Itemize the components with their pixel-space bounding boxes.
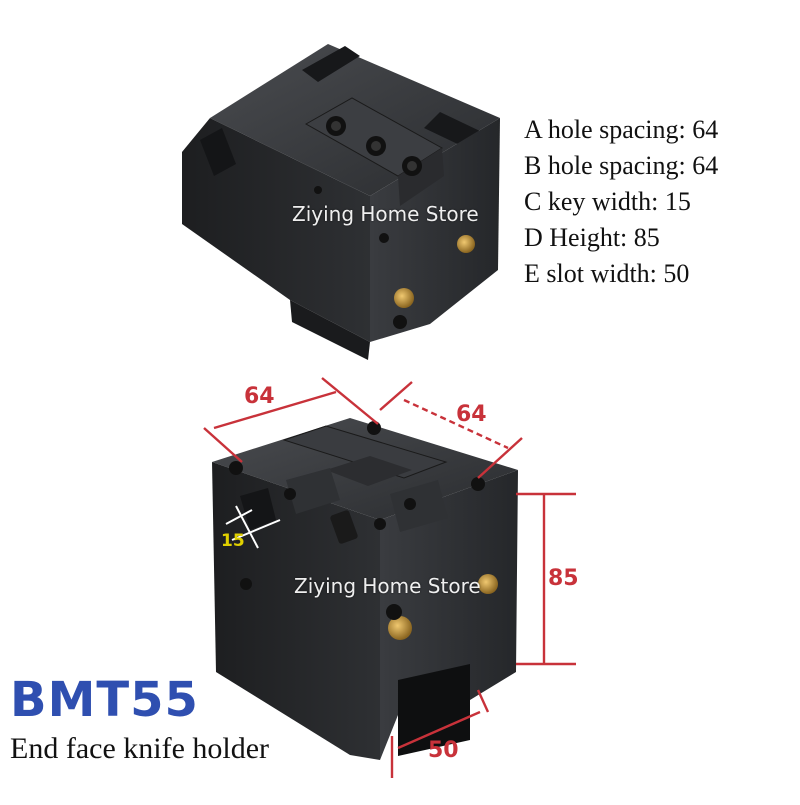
dimension-lines xyxy=(203,377,576,778)
spec-d-height: D Height: 85 xyxy=(524,223,660,252)
product-subtitle: End face knife holder xyxy=(10,732,270,765)
spec-b-hole-spacing: B hole spacing: 64 xyxy=(524,151,719,180)
dimension-b-label: 64 xyxy=(456,402,487,427)
watermark-lower: Ziying Home Store xyxy=(294,574,481,598)
dimension-e-label: 50 xyxy=(428,738,459,763)
key-width-marker xyxy=(225,505,281,549)
model-name: BMT55 xyxy=(10,672,199,728)
watermark-upper: Ziying Home Store xyxy=(292,202,479,226)
dimension-d-label: 85 xyxy=(548,566,579,591)
spec-a-hole-spacing: A hole spacing: 64 xyxy=(524,115,719,144)
upper-holder-view xyxy=(182,44,500,360)
spec-e-slot-width: E slot width: 50 xyxy=(524,259,690,288)
lower-holder-view xyxy=(212,418,518,760)
dimension-c-label: 15 xyxy=(221,531,245,551)
spec-list: A hole spacing: 64 B hole spacing: 64 C … xyxy=(524,112,718,292)
dimension-a-label: 64 xyxy=(244,384,275,409)
spec-c-key-width: C key width: 15 xyxy=(524,187,691,216)
